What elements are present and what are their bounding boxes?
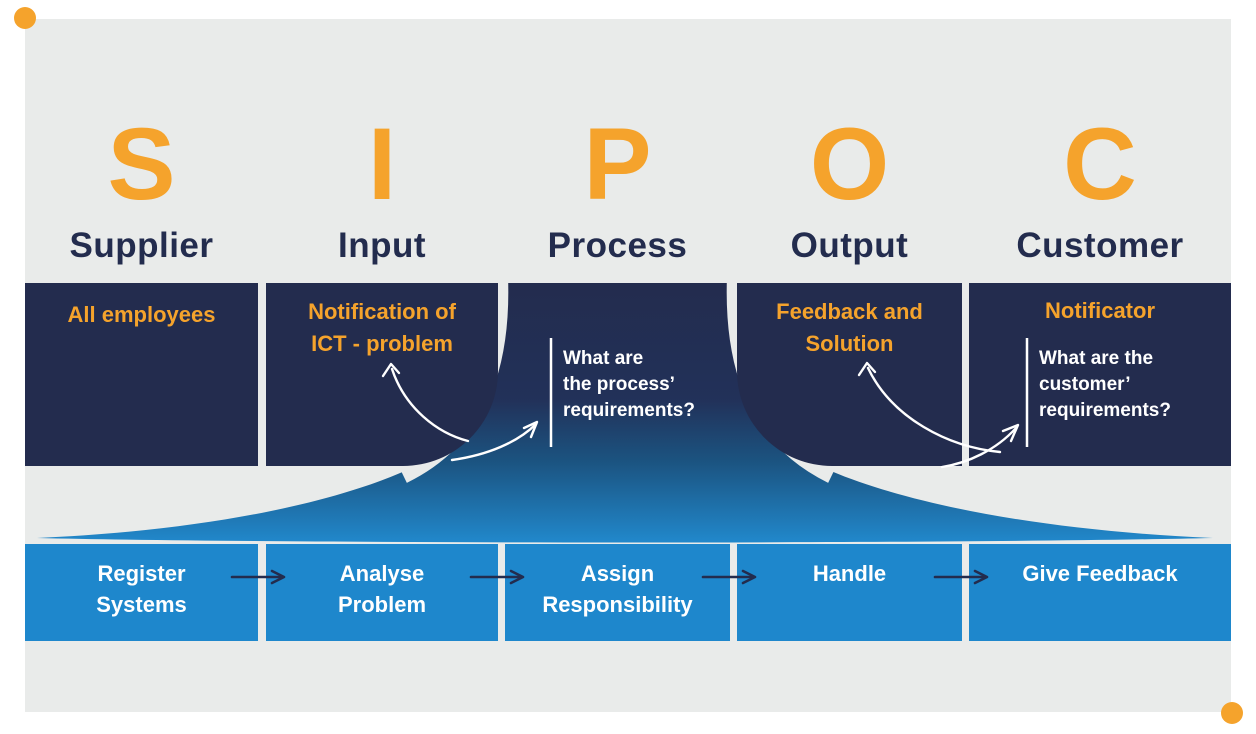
step-line: Systems xyxy=(96,592,187,617)
input-box-line1: Notification of xyxy=(308,299,456,324)
step-line: Analyse xyxy=(339,561,425,586)
corner-dot-icon xyxy=(14,7,36,29)
customer-box-title: Notificator xyxy=(1045,298,1155,323)
header-letter-o: O xyxy=(809,107,890,221)
supplier-box-text: All employees xyxy=(67,302,216,327)
question-line: the process’ xyxy=(563,374,675,395)
corner-dot-icon xyxy=(1221,702,1243,724)
question-line: requirements? xyxy=(563,400,695,421)
question-line: customer’ xyxy=(1039,374,1131,395)
column-label-input: Input xyxy=(337,226,427,265)
step-line: Responsibility xyxy=(542,592,693,617)
question-line: What are xyxy=(563,348,644,369)
header-letter-p: P xyxy=(583,107,652,221)
step-line: Give Feedback xyxy=(1022,561,1178,586)
input-box-line2: ICT - problem xyxy=(311,331,453,356)
step-line: Assign xyxy=(580,561,655,586)
step-line: Problem xyxy=(337,592,427,617)
step-line: Register xyxy=(97,561,186,586)
column-label-supplier: Supplier xyxy=(69,226,214,265)
process-step-handle: Handle xyxy=(737,544,962,641)
input-box-text: Notification of ICT - problem xyxy=(266,296,498,360)
customer-question-text: What are the customer’ requirements? xyxy=(1039,346,1219,424)
step-line: Handle xyxy=(812,561,887,586)
output-box-text: Feedback and Solution xyxy=(737,296,962,360)
question-line: requirements? xyxy=(1039,400,1171,421)
header-letter-c: C xyxy=(1063,107,1137,221)
output-box-line2: Solution xyxy=(805,331,894,356)
column-label-process: Process xyxy=(547,226,688,265)
process-step-register-systems: Register Systems xyxy=(25,544,258,641)
column-label-customer: Customer xyxy=(1016,226,1184,265)
process-question-text: What are the process’ requirements? xyxy=(563,346,728,424)
process-step-give-feedback: Give Feedback xyxy=(969,544,1231,641)
output-box-line1: Feedback and xyxy=(776,299,923,324)
process-step-analyse-problem: Analyse Problem xyxy=(266,544,498,641)
header-letter-i: I xyxy=(367,107,397,221)
column-label-output: Output xyxy=(790,226,909,265)
header-letter-s: S xyxy=(107,107,176,221)
question-line: What are the xyxy=(1039,348,1154,369)
process-step-assign-responsibility: Assign Responsibility xyxy=(505,544,730,641)
